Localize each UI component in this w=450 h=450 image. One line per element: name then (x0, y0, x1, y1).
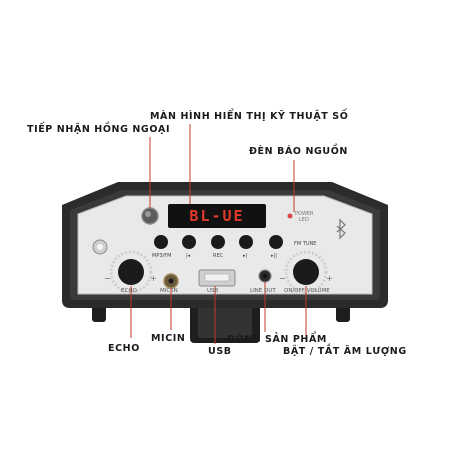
fm-tune-label: FM TUNE (294, 241, 317, 247)
power-led-label-line1: POWER (295, 211, 314, 217)
callout-micin: MICIN (151, 333, 186, 344)
next-track-icon: ▸| (243, 253, 248, 259)
callout-line-out: DÒNG SẢN PHẨM (227, 334, 327, 345)
volume-minus: − (279, 274, 286, 283)
volume-plus: + (326, 274, 333, 283)
line-out-panel-label: LINE OUT (250, 288, 276, 294)
callout-usb: USB (208, 346, 232, 357)
transport-buttons (154, 235, 283, 249)
echo-plus: + (150, 274, 157, 283)
mic-in-jack-hole (168, 278, 174, 284)
volume-knob[interactable] (293, 259, 319, 285)
echo-knob[interactable] (118, 259, 144, 285)
rec-button[interactable] (211, 235, 225, 249)
callout-power-volume: BẬT / TẮT ÂM LƯỢNG (283, 346, 407, 357)
echo-minus: − (104, 274, 111, 283)
usb-port-inner (204, 273, 230, 282)
display-readout: BL-UE (189, 207, 245, 225)
play-pause-icon: ▸|| (271, 253, 277, 259)
rec-label: REC (213, 253, 224, 259)
bluetooth-icon (336, 218, 346, 240)
callout-echo: ECHO (108, 343, 140, 354)
usb-panel-label: USB (207, 288, 219, 294)
mode-button[interactable] (154, 235, 168, 249)
ir-receiver-glare (145, 211, 151, 217)
mp3fm-label: MP3/FM (152, 253, 172, 259)
prev-button[interactable] (182, 235, 196, 249)
callout-display: MÀN HÌNH HIỂN THỊ KỸ THUẬT SỐ (150, 111, 349, 122)
volume-ring (284, 250, 328, 294)
prev-track-icon: |◂ (186, 253, 191, 259)
power-led-label-line2: LED (299, 217, 309, 223)
mic-in-panel-label: MIC IN (160, 288, 178, 294)
callout-power-led: ĐÈN BÁO NGUỒN (249, 146, 348, 157)
volume-panel-label: ON/OFF VOLUME (284, 288, 330, 294)
next-button[interactable] (239, 235, 253, 249)
callout-infrared: TIẾP NHẬN HỒNG NGOẠI (27, 124, 171, 135)
echo-ring (109, 250, 153, 294)
mic-icon-center (97, 244, 103, 250)
leader-lines (130, 124, 307, 344)
power-led (287, 213, 293, 219)
power-led-label: POWER LED (295, 211, 314, 223)
echo-panel-label: ECHO (121, 288, 137, 294)
play-pause-button[interactable] (269, 235, 283, 249)
line-out-jack-hole (263, 274, 267, 278)
digital-display (168, 204, 266, 228)
belt-clip-inner (198, 300, 252, 338)
